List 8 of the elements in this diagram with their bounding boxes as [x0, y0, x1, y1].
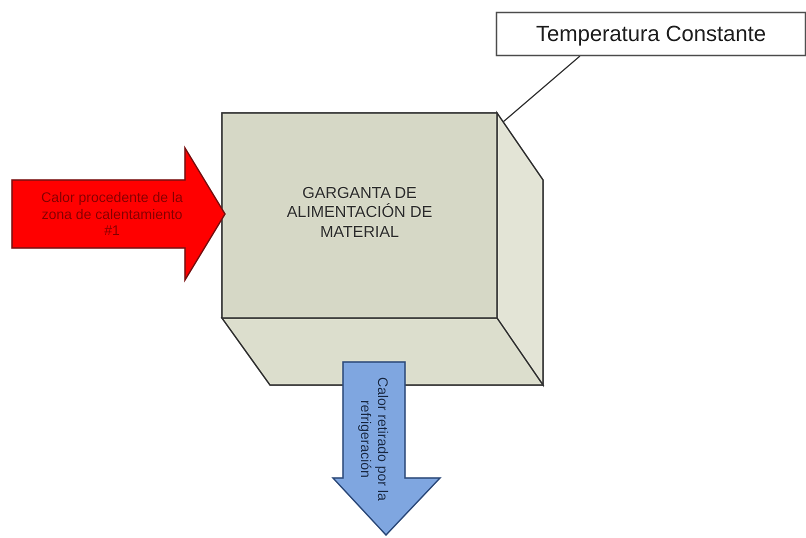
node-text: GARGANTA DE ALIMENTACIÓN DE MATERIAL [286, 184, 434, 242]
block-arrow [12, 148, 225, 280]
callout-box [496, 12, 806, 56]
block-arrow [333, 362, 440, 535]
leader-line [502, 56, 580, 122]
node-text: Calor retirado por la refrigeración [357, 376, 391, 503]
node-text: Temperatura Constante [536, 20, 766, 48]
node-text: Calor procedente de la zona de calentamiento #1 [40, 188, 184, 240]
